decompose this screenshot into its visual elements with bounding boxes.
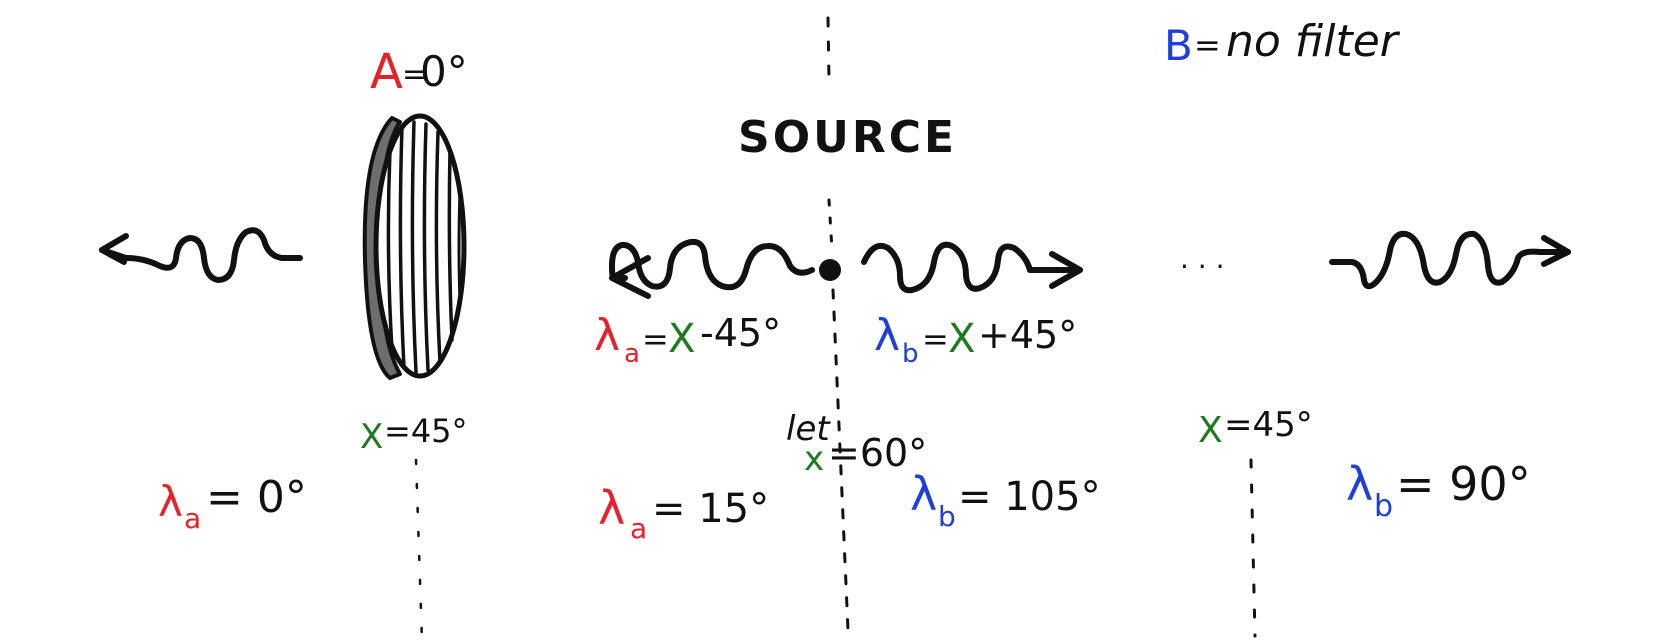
left-wave-from-source <box>609 238 815 299</box>
svg-text:λ: λ <box>594 310 620 361</box>
svg-text:=60°: =60° <box>828 431 927 475</box>
svg-text:let: let <box>786 409 831 449</box>
svg-text:= 105°: = 105° <box>958 474 1101 520</box>
svg-text:=: = <box>642 320 669 358</box>
svg-text:= 90°: = 90° <box>1396 457 1531 511</box>
svg-text:=: = <box>402 57 427 92</box>
svg-text:λ: λ <box>598 481 625 535</box>
svg-text:B: B <box>1164 21 1193 70</box>
svg-text:+45°: +45° <box>978 313 1077 357</box>
lambda-a-formula: λ a = X -45° <box>594 310 781 369</box>
filter-b-label: B = no filter <box>1164 16 1401 70</box>
left-x-label: X =45° <box>360 412 468 457</box>
svg-text:=45°: =45° <box>384 412 468 450</box>
lambda-b-formula: λ b = X +45° <box>874 310 1077 369</box>
svg-text:λ: λ <box>158 477 183 526</box>
svg-text:b: b <box>938 500 956 533</box>
svg-text:-45°: -45° <box>700 311 781 355</box>
svg-text:no filter: no filter <box>1226 16 1401 67</box>
svg-text:x: x <box>804 439 824 479</box>
svg-text:X: X <box>948 316 975 362</box>
svg-text:X: X <box>360 417 383 457</box>
svg-text:=45°: =45° <box>1224 405 1313 445</box>
left-lambda-result: λ a = 0° <box>158 472 307 535</box>
right-x-label: X =45° <box>1198 405 1313 451</box>
svg-text:b: b <box>1374 489 1393 524</box>
transmitted-wave-a <box>99 227 303 283</box>
right-lambda-result: λ b = 90° <box>1346 457 1531 524</box>
polarizer-filter-icon <box>362 113 467 380</box>
svg-text:λ: λ <box>1346 457 1373 511</box>
source-dot <box>819 259 841 281</box>
svg-text:a: a <box>184 502 201 535</box>
svg-text:a: a <box>630 512 647 545</box>
lambda-a-result: λ a = 15° <box>598 481 769 545</box>
svg-text:a: a <box>624 339 640 369</box>
svg-text:λ: λ <box>874 310 900 361</box>
ellipsis: . . . <box>1180 242 1225 275</box>
left-divider <box>414 458 424 641</box>
svg-text:=: = <box>922 320 949 358</box>
center-divider <box>826 16 850 632</box>
svg-text:= 15°: = 15° <box>652 486 769 532</box>
transmitted-wave-b <box>1329 230 1571 290</box>
right-divider <box>1249 458 1257 638</box>
right-wave-from-source <box>861 241 1083 294</box>
svg-text:0°: 0° <box>420 47 468 96</box>
svg-text:X: X <box>668 316 695 362</box>
svg-text:X: X <box>1198 410 1223 451</box>
svg-text:A: A <box>370 44 403 100</box>
svg-text:λ: λ <box>910 467 937 521</box>
lambda-b-result: λ b = 105° <box>910 467 1101 533</box>
let-x-assignment: let x =60° <box>786 409 927 479</box>
source-label: SOURCE <box>738 112 957 163</box>
svg-text:b: b <box>902 339 919 369</box>
svg-text:= 0°: = 0° <box>206 472 307 523</box>
filter-a-label: A = 0° <box>370 44 468 100</box>
svg-text:=: = <box>1194 26 1221 64</box>
